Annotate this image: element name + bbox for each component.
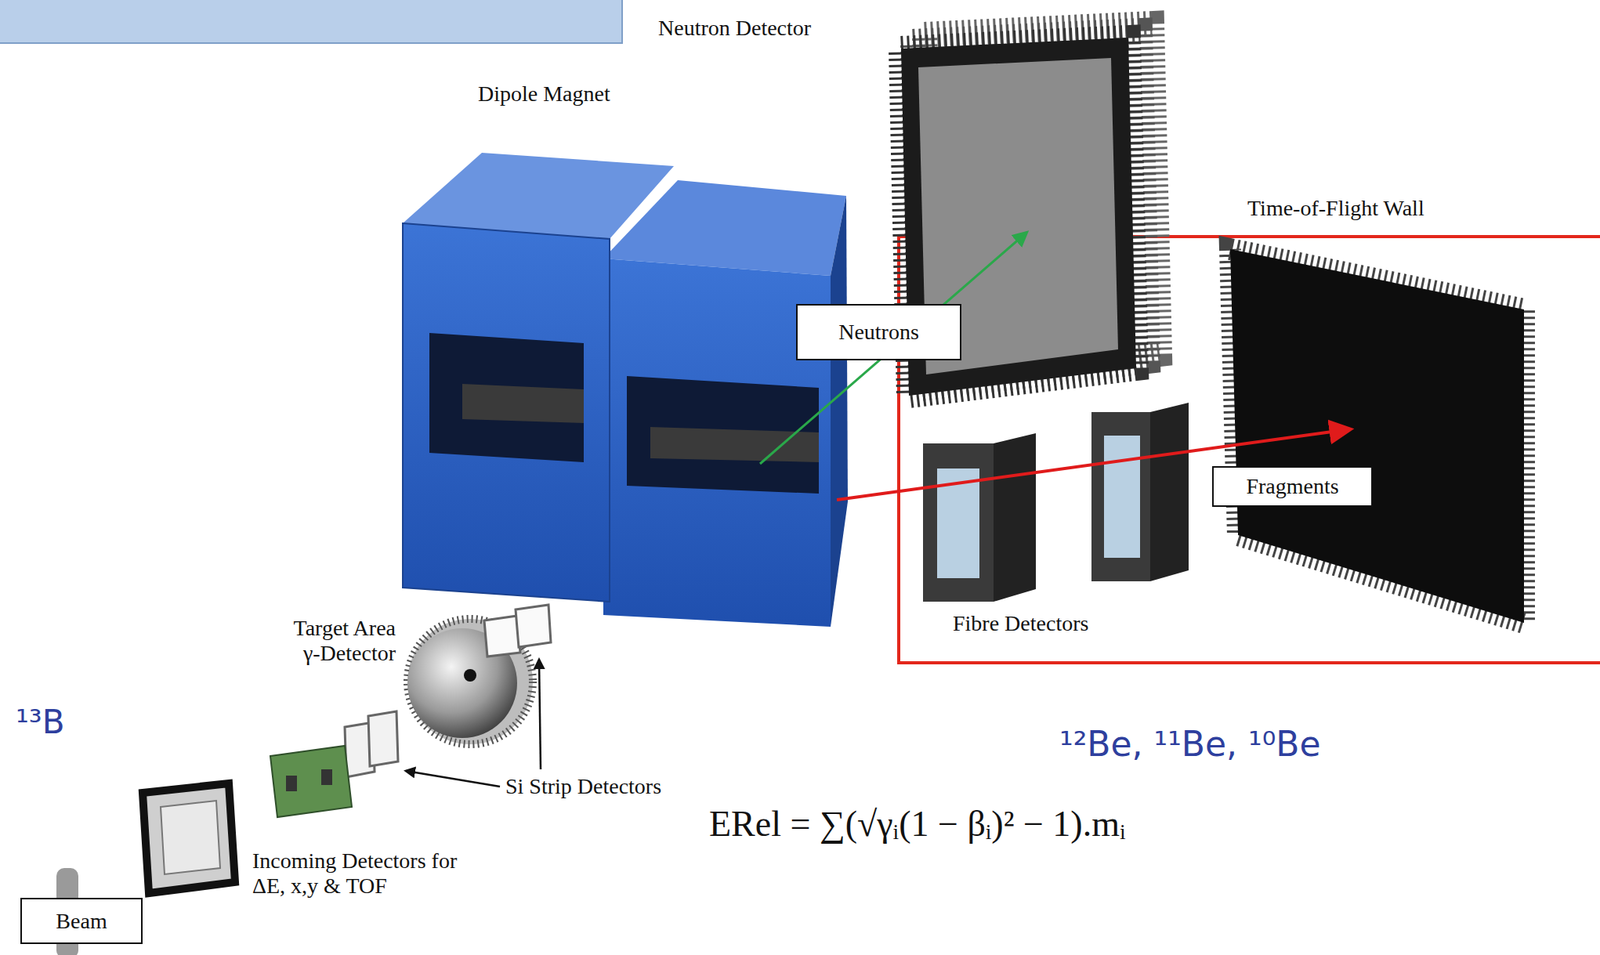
part-name: Fibre Detectors bbox=[952, 611, 1089, 637]
part-name: Target Area γ-Detector bbox=[285, 615, 396, 667]
fibre-detectors bbox=[923, 402, 1189, 602]
fragments-tag: Fragments bbox=[1212, 466, 1373, 507]
tag-text: Fragments bbox=[1245, 474, 1339, 500]
tof-wall bbox=[1230, 249, 1524, 623]
tag-text: Beam bbox=[55, 908, 107, 934]
fragment-track bbox=[836, 429, 1350, 500]
part-name: Neutron Detector bbox=[658, 15, 811, 41]
neutrons-tag: Neutrons bbox=[796, 304, 962, 361]
part-name: Si Strip Detectors bbox=[505, 774, 662, 800]
tag-text: Neutrons bbox=[838, 319, 920, 345]
part-name: Incoming Detectors for ΔE, x,y & TOF bbox=[252, 848, 464, 899]
isotope-label: ¹²Be, ¹¹Be, ¹⁰Be bbox=[1059, 724, 1322, 765]
dipole-magnet bbox=[402, 152, 848, 627]
isotope-label: ¹³B bbox=[15, 703, 66, 742]
formula: ERel = ∑(√γᵢ(1 − βᵢ)² − 1).mᵢ bbox=[709, 803, 1126, 846]
neutron-track bbox=[760, 232, 1027, 464]
part-name: Time-of-Flight Wall bbox=[1247, 195, 1425, 221]
beam-tag: Beam bbox=[20, 897, 143, 945]
heading-bar bbox=[0, 0, 623, 44]
part-name: Dipole Magnet bbox=[477, 81, 611, 107]
